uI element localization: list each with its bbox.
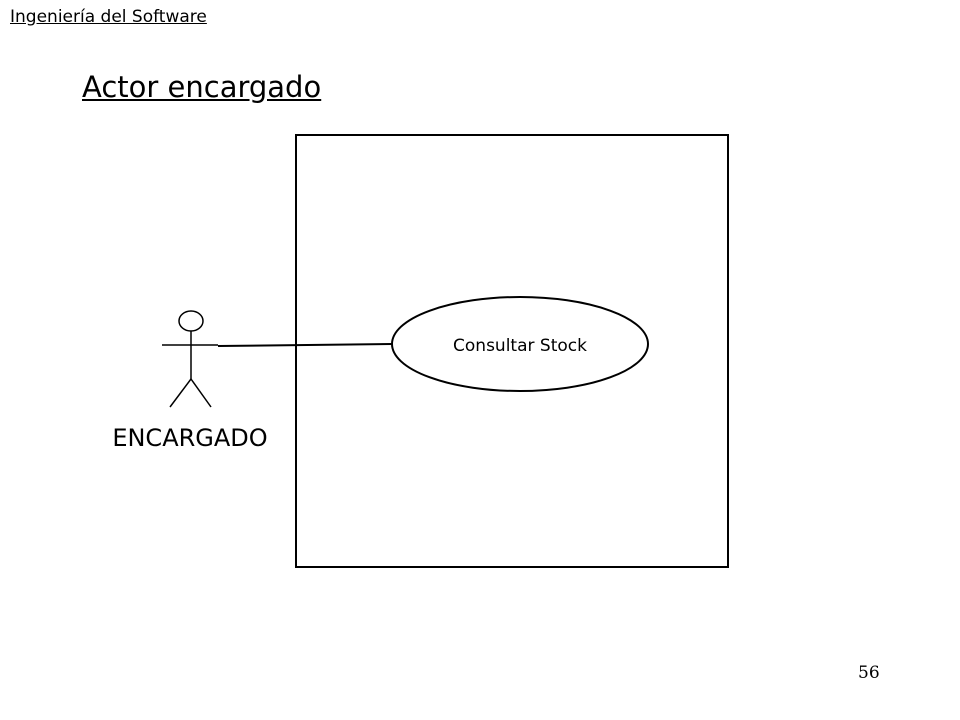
actor-name: ENCARGADO xyxy=(112,424,267,452)
system-boundary xyxy=(295,134,729,568)
slide-title: Actor encargado xyxy=(82,70,322,104)
header-title: Ingeniería del Software xyxy=(10,7,207,27)
page-number: 56 xyxy=(858,663,880,683)
actor-left-leg xyxy=(169,378,192,408)
actor-head xyxy=(178,310,204,332)
use-case-consultar-stock xyxy=(391,296,649,392)
actor-right-leg xyxy=(190,378,212,408)
association-line xyxy=(217,343,393,347)
use-case-label: Consultar Stock xyxy=(453,336,587,356)
actor-figure xyxy=(162,310,218,408)
